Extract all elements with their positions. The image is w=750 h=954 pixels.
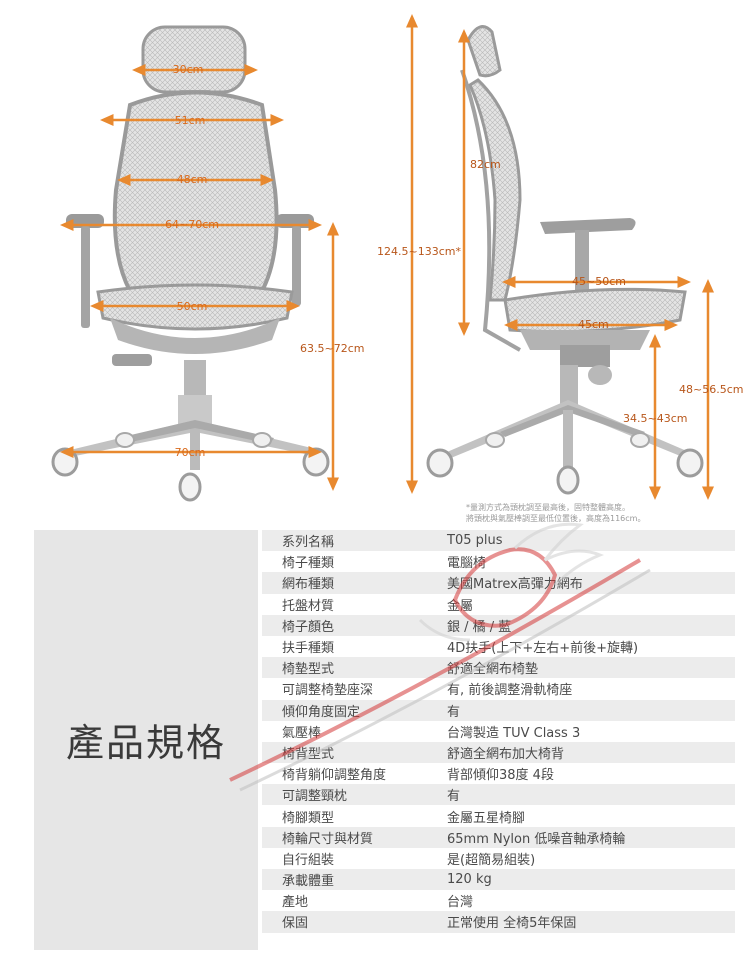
spec-label: 椅背型式 [282, 746, 335, 762]
spec-label: 椅子顏色 [282, 619, 335, 635]
spec-label: 扶手種類 [282, 641, 335, 657]
spec-value: 背部傾仰38度 4段 [447, 768, 554, 784]
spec-row: 扶手種類 4D扶手(上下+左右+前後+旋轉) [262, 636, 735, 657]
spec-row: 椅子種類 電腦椅 [262, 551, 735, 572]
spec-value: 4D扶手(上下+左右+前後+旋轉) [447, 641, 639, 657]
spec-value: 台灣 [447, 895, 474, 911]
spec-value: 銀 / 橘 / 藍 [447, 619, 512, 635]
spec-title-box: 產品規格 [34, 530, 258, 950]
spec-row: 氣壓棒 台灣製造 TUV Class 3 [262, 721, 735, 742]
seat-width-label: 50cm [177, 300, 208, 313]
spec-row: 產地 台灣 [262, 890, 735, 911]
spec-label: 自行組裝 [282, 852, 335, 868]
spec-label: 可調整椅墊座深 [282, 683, 374, 699]
seat-depth-label: 45cm [578, 318, 609, 331]
spec-value: 美國Matrex高彈力網布 [447, 577, 583, 593]
total-height-label: 124.5~133cm* [377, 245, 461, 258]
spec-value: 120 kg [447, 872, 492, 888]
spec-section: 產品規格 系列名稱 T05 plus 椅子種類 電腦椅網布種類 美國Matrex高彈力網… [34, 530, 735, 950]
spec-label: 椅子種類 [282, 556, 335, 572]
spec-label: 系列名稱 [282, 535, 335, 551]
back-mid-width-label: 48cm [177, 173, 208, 186]
spec-label: 傾仰角度固定 [282, 704, 361, 720]
spec-row: 網布種類 美國Matrex高彈力網布 [262, 572, 735, 594]
spec-value: T05 plus [447, 533, 503, 549]
spec-title: 產品規格 [65, 721, 226, 765]
base-width-label: 70cm [175, 446, 206, 459]
back-height-label: 82cm [470, 158, 501, 171]
measurement-note-line2: 將頭枕與氣壓棒調至最低位置後，高度為116cm。 [466, 513, 645, 523]
spec-label: 椅輪尺寸與材質 [282, 831, 374, 847]
spec-value: 65mm Nylon 低噪音軸承椅輪 [447, 831, 626, 847]
spec-label: 托盤材質 [282, 598, 335, 614]
spec-value: 金屬 [447, 598, 474, 614]
spec-row: 自行組裝 是(超簡易組裝) [262, 848, 735, 869]
spec-value: 是(超簡易組裝) [447, 852, 536, 868]
spec-row: 可調整頸枕 有 [262, 784, 735, 806]
spec-label: 網布種類 [282, 577, 335, 593]
spec-row: 椅子顏色 銀 / 橘 / 藍 [262, 614, 735, 636]
measurement-note-line1: *量測方式為頭枕調至最高後，固特整體高度。 [466, 502, 630, 512]
spec-row: 椅腳類型 金屬五星椅腳 [262, 805, 735, 826]
spec-row: 系列名稱 T05 plus [262, 530, 735, 552]
spec-label: 椅背躺仰調整角度 [282, 768, 387, 784]
spec-label: 椅腳類型 [282, 810, 335, 826]
spec-row: 椅墊型式 舒適全網布椅墊 [262, 657, 735, 679]
spec-label: 可調整頸枕 [282, 789, 348, 805]
armrest-span-label: 64~70cm [165, 218, 219, 231]
spec-value: 有 [447, 704, 461, 720]
spec-label: 產地 [282, 895, 309, 911]
headrest-width-label: 30cm [173, 63, 204, 76]
spec-row: 保固 正常使用 全椅5年保固 [262, 911, 735, 933]
spec-row: 可調整椅墊座深 有, 前後調整滑軌椅座 [262, 678, 735, 699]
spec-value: 台灣製造 TUV Class 3 [447, 725, 581, 741]
chair-dimension-diagram: 30cm 51cm 48cm 64~70cm 50cm 70cm 63.5~72… [51, 13, 743, 523]
spec-row: 承載體重 120 kg [262, 869, 735, 891]
spec-label: 承載體重 [282, 874, 335, 890]
spec-row: 椅背型式 舒適全網布加大椅背 [262, 741, 735, 764]
back-upper-width-label: 51cm [175, 114, 206, 127]
spec-label: 椅墊型式 [282, 662, 335, 678]
spec-value: 舒適全網布椅墊 [447, 662, 539, 678]
spec-label: 保固 [282, 916, 309, 932]
spec-value: 正常使用 全椅5年保固 [447, 916, 577, 932]
spec-value: 有 [447, 789, 461, 805]
spec-row: 托盤材質 金屬 [262, 594, 735, 615]
spec-value: 金屬五星椅腳 [447, 810, 526, 826]
spec-label: 氣壓棒 [282, 725, 322, 741]
armrest-depth-label: 45~50cm [572, 275, 626, 288]
spec-row: 椅背躺仰調整角度 背部傾仰38度 4段 [262, 763, 735, 784]
seat-floor-height-label: 34.5~43cm [623, 412, 687, 425]
spec-value: 舒適全網布加大椅背 [447, 746, 565, 762]
spec-value: 電腦椅 [447, 556, 487, 572]
spec-row: 椅輪尺寸與材質 65mm Nylon 低噪音軸承椅輪 [262, 826, 735, 848]
armrest-height-label: 48~56.5cm [679, 383, 743, 396]
spec-value: 有, 前後調整滑軌椅座 [447, 683, 573, 699]
seat-height-label: 63.5~72cm [300, 342, 364, 355]
front-chair-illustration [51, 25, 330, 502]
front-width-dimensions [60, 64, 322, 458]
spec-row: 傾仰角度固定 有 [262, 699, 735, 721]
